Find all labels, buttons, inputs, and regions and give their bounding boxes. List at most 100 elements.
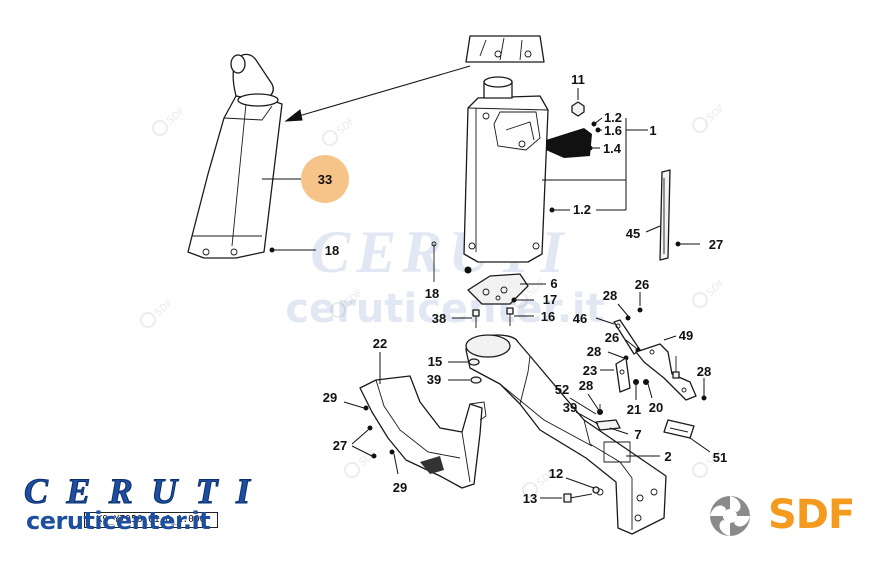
callout-21-right[interactable]: 21 bbox=[627, 379, 641, 418]
callout-46[interactable]: 46 bbox=[573, 311, 615, 326]
callout-49[interactable]: 49 bbox=[663, 328, 693, 343]
callout-52-label: 28 bbox=[579, 378, 593, 393]
callout-13[interactable]: 13 bbox=[523, 491, 562, 506]
callout-12[interactable]: 12 bbox=[549, 466, 595, 489]
wm-sdf-3: SDF bbox=[705, 103, 727, 124]
callout-12-label: 12 bbox=[549, 466, 563, 481]
part-1-airbox-housing bbox=[463, 76, 592, 263]
wm-url-large: ceruticenter.it bbox=[285, 286, 605, 332]
sdf-logo bbox=[710, 496, 750, 536]
ceruti-logo: CERUTI bbox=[24, 474, 254, 510]
part-22-dark-vent bbox=[420, 456, 444, 474]
callout-51[interactable]: 51 bbox=[689, 437, 727, 465]
callout-52[interactable]: 28 bbox=[579, 378, 601, 413]
callout-28-top[interactable]: 28 bbox=[603, 288, 631, 321]
callout-45-label: 45 bbox=[626, 226, 640, 241]
callout-1-4[interactable]: 1.4 bbox=[587, 141, 622, 156]
callout-18-upper-label: 18 bbox=[325, 243, 339, 258]
wm-sdf-1: SDF bbox=[165, 106, 187, 127]
part-38-stud bbox=[472, 309, 480, 328]
callout-1-2-top[interactable]: 1.2 bbox=[591, 110, 622, 127]
callout-28-left-label: 28 bbox=[587, 344, 601, 359]
callout-21-right-label: 21 bbox=[627, 402, 641, 417]
callout-28-top-label: 28 bbox=[603, 288, 617, 303]
wm-sdf-8: SDF bbox=[357, 448, 379, 469]
part-49-stud bbox=[672, 356, 680, 379]
callout-51-label: 51 bbox=[713, 450, 727, 465]
callout-18-lower-label: 18 bbox=[425, 286, 439, 301]
callout-20-label: 20 bbox=[649, 400, 663, 415]
wm-sdf-4: SDF bbox=[153, 298, 175, 319]
callout-7[interactable]: 7 bbox=[609, 427, 642, 442]
callout-7-label: 7 bbox=[634, 427, 641, 442]
callout-20[interactable]: 20 bbox=[643, 379, 664, 416]
callout-16[interactable]: 16 bbox=[514, 309, 555, 324]
callout-18-upper[interactable]: 18 bbox=[269, 243, 339, 258]
callout-29-top-label: 29 bbox=[323, 390, 337, 405]
callout-49-label: 49 bbox=[679, 328, 693, 343]
callout-6[interactable]: 6 bbox=[520, 276, 558, 291]
part-12-washer bbox=[592, 486, 600, 494]
part-51-label-plate bbox=[663, 419, 695, 439]
callout-27-right[interactable]: 27 bbox=[675, 237, 723, 252]
callout-23[interactable]: 23 bbox=[583, 363, 614, 378]
callout-21-left-label: 52 bbox=[555, 382, 569, 397]
upper-housing-fragment bbox=[465, 35, 545, 63]
callout-28-mid[interactable]: 39 bbox=[563, 400, 599, 425]
callout-15-label: 15 bbox=[428, 354, 442, 369]
part-1-6-seal bbox=[546, 128, 592, 158]
callout-1-4-label: 1.4 bbox=[603, 141, 622, 156]
part-16-stud bbox=[506, 307, 514, 326]
callout-1-2-bottom[interactable]: 1.2 bbox=[542, 179, 626, 217]
part-49-bracket bbox=[635, 343, 697, 401]
part-nut-small bbox=[464, 266, 472, 274]
assembly-arrow bbox=[284, 65, 471, 122]
callout-38[interactable]: 38 bbox=[432, 311, 472, 326]
callout-1-2-top-label: 1.2 bbox=[604, 110, 622, 125]
callout-29-bottom[interactable]: 29 bbox=[389, 449, 407, 495]
sdf-emblem-icon bbox=[710, 496, 750, 536]
callout-45[interactable]: 45 bbox=[626, 225, 661, 241]
callout-33-highlight bbox=[301, 155, 349, 203]
part-15-nut bbox=[468, 358, 480, 366]
callout-21-left[interactable]: 52 bbox=[555, 382, 597, 415]
part-33-pipe-cover bbox=[187, 53, 283, 259]
callout-33-label: 33 bbox=[318, 172, 332, 187]
part-13-bolt bbox=[563, 493, 593, 503]
callout-1-6[interactable]: 1.6 bbox=[595, 123, 622, 138]
callout-28-left[interactable]: 28 bbox=[587, 344, 629, 361]
callout-27-left[interactable]: 27 bbox=[333, 425, 377, 459]
callout-27-right-label: 27 bbox=[709, 237, 723, 252]
callout-38-label: 38 bbox=[432, 311, 446, 326]
part-45-seal-strip bbox=[659, 169, 671, 261]
wm-sdf-2: SDF bbox=[335, 116, 357, 137]
callout-39[interactable]: 39 bbox=[427, 372, 470, 387]
callout-26-mid[interactable]: 26 bbox=[605, 330, 641, 353]
callout-26-top-label: 26 bbox=[635, 277, 649, 292]
callout-11[interactable]: 11 bbox=[571, 72, 585, 100]
callout-28-right-label: 28 bbox=[697, 364, 711, 379]
part-23-bracket bbox=[615, 357, 631, 393]
callout-28-right[interactable]: 28 bbox=[697, 364, 711, 401]
callout-27-left-label: 27 bbox=[333, 438, 347, 453]
callout-28-mid-label: 39 bbox=[563, 400, 577, 415]
callout-26-top[interactable]: 26 bbox=[635, 277, 649, 313]
callout-16-label: 16 bbox=[541, 309, 555, 324]
callout-17[interactable]: 17 bbox=[511, 292, 557, 307]
callout-29-top[interactable]: 29 bbox=[323, 390, 369, 411]
part-6-bracket bbox=[467, 273, 529, 305]
callout-1[interactable]: 1 bbox=[649, 123, 656, 138]
callout-2-label: 2 bbox=[664, 449, 671, 464]
part-2-frame-support bbox=[465, 334, 667, 535]
part-22-lower-shroud bbox=[359, 375, 487, 489]
callout-1-label: 1 bbox=[649, 123, 656, 138]
callout-2[interactable]: 2 bbox=[626, 449, 672, 464]
callout-22[interactable]: 22 bbox=[373, 336, 387, 384]
ceruti-logo-text: CERUTI bbox=[24, 474, 254, 510]
callout-23-label: 23 bbox=[583, 363, 597, 378]
callout-18-lower[interactable]: 18 bbox=[425, 286, 439, 301]
callout-11-label: 11 bbox=[571, 72, 585, 87]
callout-33[interactable]: 33 bbox=[262, 155, 349, 203]
callout-15[interactable]: 15 bbox=[428, 354, 468, 369]
